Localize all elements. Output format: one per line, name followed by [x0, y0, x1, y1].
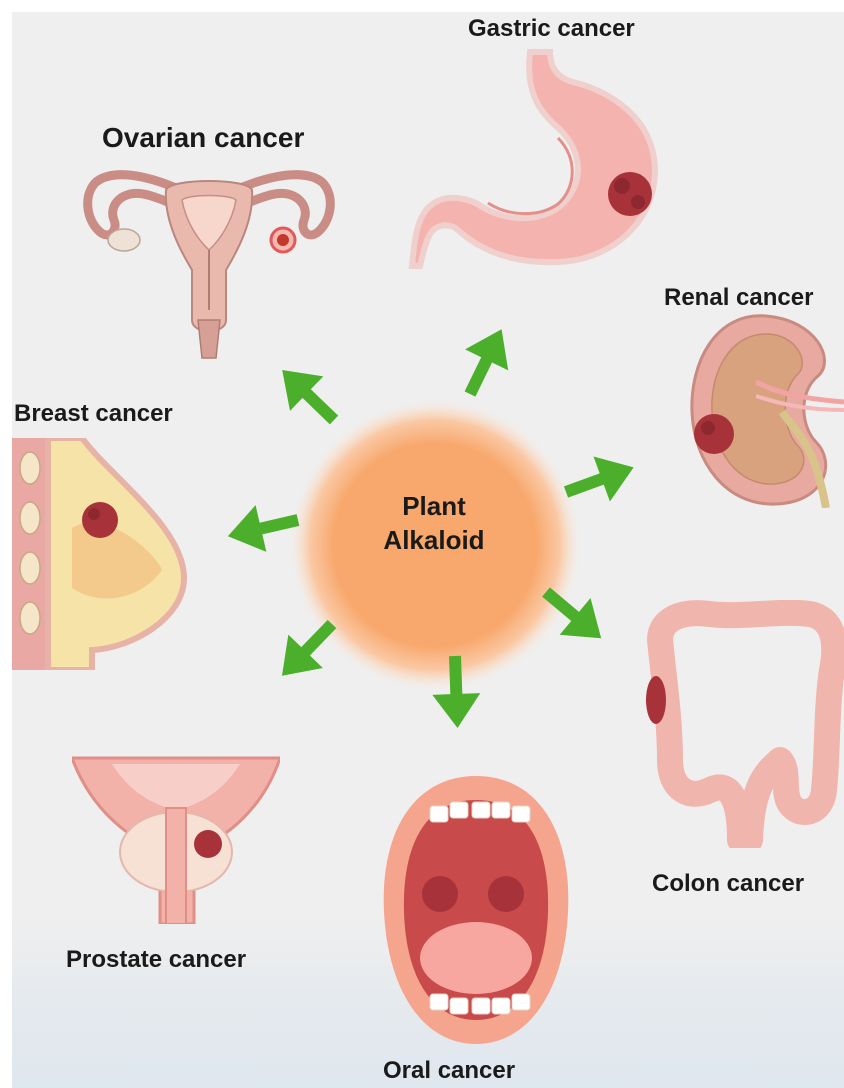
- center-label-line2: Alkaloid: [328, 524, 540, 558]
- uterus-illustration: [78, 160, 340, 360]
- kidney-illustration: [686, 312, 844, 508]
- center-label: Plant Alkaloid: [328, 490, 540, 558]
- label-ovarian-cancer: Ovarian cancer: [102, 122, 304, 154]
- label-prostate-cancer: Prostate cancer: [66, 946, 246, 974]
- label-breast-cancer: Breast cancer: [14, 400, 173, 428]
- prostate-illustration: [72, 752, 280, 924]
- colon-illustration: [640, 600, 844, 848]
- mouth-illustration: [378, 772, 574, 1048]
- label-colon-cancer: Colon cancer: [652, 870, 804, 898]
- label-renal-cancer: Renal cancer: [664, 284, 813, 312]
- stomach-illustration: [408, 48, 664, 270]
- label-oral-cancer: Oral cancer: [383, 1057, 515, 1085]
- center-label-line1: Plant: [328, 490, 540, 524]
- label-gastric-cancer: Gastric cancer: [468, 15, 635, 43]
- breast-illustration: [12, 438, 190, 670]
